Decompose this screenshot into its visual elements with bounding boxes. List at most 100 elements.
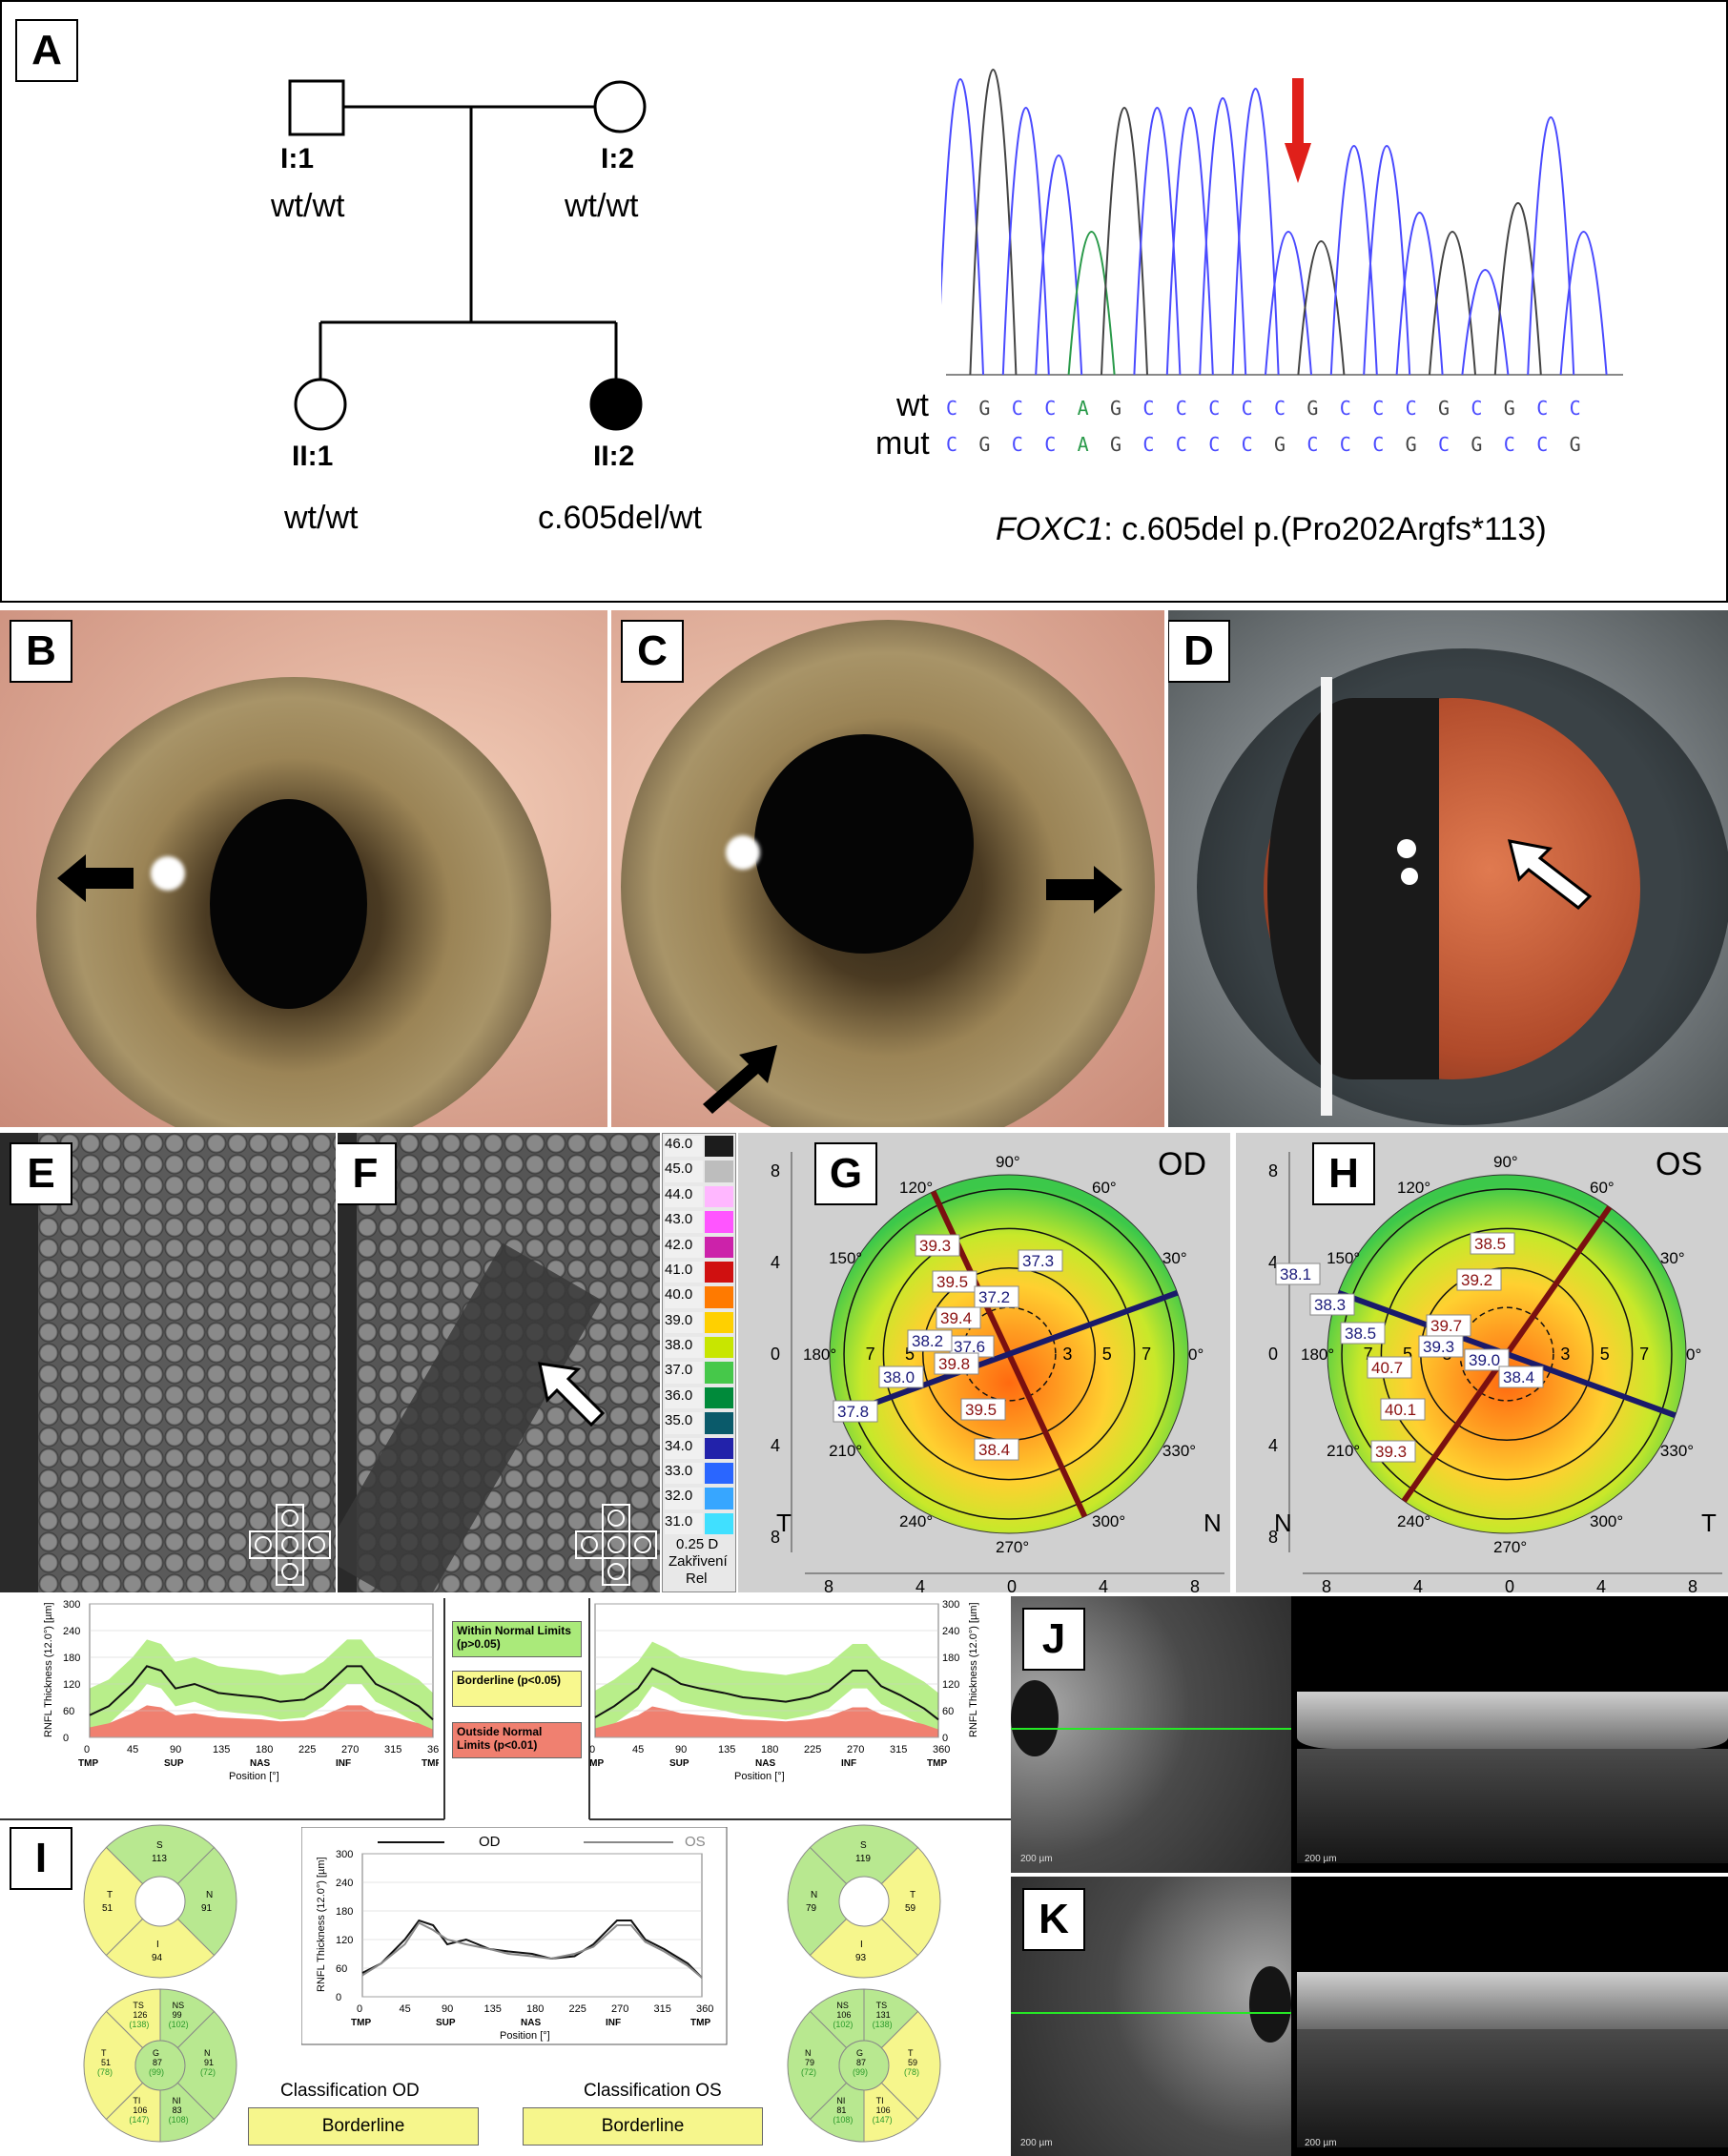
sector-name: NS	[173, 2001, 185, 2010]
thickness-value: 38.4	[1503, 1368, 1534, 1386]
axis-tick-label: 8	[771, 1161, 780, 1181]
axis-tick-label: 4	[1268, 1436, 1278, 1455]
axis-tick-label: 4	[1099, 1577, 1108, 1592]
axis-tick-label: 270	[847, 1744, 864, 1756]
rnfl-plot-os: 30024018012060004590135180225270315360TM…	[589, 1599, 979, 1782]
sector-value: 51	[101, 2058, 111, 2067]
sequence-base: C	[1536, 433, 1549, 456]
sector-value: 87	[856, 2058, 866, 2067]
sector-normal-value: (99)	[853, 2067, 868, 2077]
angle-label: 120°	[1397, 1179, 1430, 1197]
sector-value: 99	[173, 2010, 182, 2020]
mut-sequence-label: mut	[875, 425, 930, 462]
axis-tick-label: 45	[632, 1744, 644, 1756]
series-line	[594, 1667, 939, 1721]
colorscale-swatch: 46.0	[663, 1134, 735, 1159]
colorscale-swatch: 38.0	[663, 1335, 735, 1360]
sector-label: NAS	[521, 2018, 541, 2028]
axis-tick-label: 240	[942, 1626, 959, 1637]
panel-label: C	[621, 620, 684, 683]
classification-os-value: Borderline	[523, 2107, 763, 2146]
axis-tick-label: 120	[63, 1679, 80, 1691]
angle-label: 60°	[1092, 1179, 1117, 1197]
sector-value: 79	[805, 2058, 814, 2067]
orientation-label: N	[1203, 1509, 1222, 1537]
colorscale-swatch: 40.0	[663, 1284, 735, 1309]
sequence-base: G	[1438, 397, 1450, 420]
sector-label: SUP	[669, 1758, 689, 1769]
colorscale-value: 45.0	[665, 1160, 703, 1182]
sector-name: T	[107, 1890, 113, 1900]
ring-label: 5	[1403, 1345, 1412, 1364]
pedigree-id-i2: I:2	[601, 143, 635, 175]
axis-tick-label: 120	[336, 1935, 353, 1946]
colorscale-value: 33.0	[665, 1462, 703, 1485]
series-line	[361, 1919, 703, 1979]
colorscale-value: 32.0	[665, 1488, 703, 1509]
colorscale-value: 35.0	[665, 1412, 703, 1434]
sector-normal-value: (72)	[801, 2067, 816, 2077]
sequence-base: C	[1569, 397, 1581, 420]
sector-label: TMP	[78, 1758, 98, 1769]
axis-tick-label: 4	[1596, 1577, 1606, 1592]
colorscale-swatch: 37.0	[663, 1360, 735, 1385]
sequence-base: C	[1175, 433, 1187, 456]
colorscale-swatch: 33.0	[663, 1461, 735, 1486]
thickness-value: 37.8	[837, 1403, 869, 1421]
angle-label: 270°	[996, 1538, 1029, 1556]
ring-label: 7	[1639, 1345, 1649, 1364]
sector-name: NS	[836, 2001, 849, 2010]
sector-normal-value: (138)	[129, 2020, 149, 2029]
sector-name: TI	[133, 2096, 140, 2105]
sequencing-chromatogram	[941, 69, 1623, 376]
sector-value: 113	[152, 1854, 167, 1864]
ring-label: 3	[1062, 1345, 1072, 1364]
thickness-value: 39.4	[940, 1309, 972, 1327]
scale-bar-label: 200 µm	[1305, 1854, 1337, 1864]
x-axis-label: Position [°]	[229, 1771, 279, 1782]
panel-b-iris-photo: B	[0, 610, 607, 1127]
sector-normal-value: (102)	[833, 2020, 853, 2029]
angle-label: 120°	[899, 1179, 933, 1197]
sector-label: SUP	[436, 2018, 456, 2028]
ring-label: 5	[1102, 1345, 1112, 1364]
panel-c-iris-photo: C	[611, 610, 1164, 1127]
sector-name: T	[910, 1890, 915, 1900]
sequence-base: C	[1471, 397, 1483, 420]
sector-label: INF	[336, 1758, 351, 1769]
sector-value: 83	[173, 2105, 182, 2115]
sector-name: N	[204, 2048, 211, 2058]
axis-tick-label: 0	[771, 1345, 780, 1364]
sector-normal-value: (147)	[873, 2115, 893, 2125]
thickness-value: 39.3	[919, 1237, 951, 1255]
pedigree-genotype-i1: wt/wt	[271, 188, 345, 224]
chromatogram-peak	[1231, 88, 1280, 376]
axis-tick-label: 180	[761, 1744, 778, 1756]
axis-tick-label: 120	[942, 1679, 959, 1691]
axis-tick-label: 8	[771, 1528, 780, 1547]
colorscale-step: 0.25 D	[676, 1536, 719, 1552]
chromatogram-peak	[1067, 231, 1116, 376]
angle-label: 210°	[829, 1442, 862, 1460]
sector-name: NI	[836, 2096, 845, 2105]
sector-name: TS	[133, 2001, 144, 2010]
thickness-value: 38.5	[1345, 1324, 1376, 1343]
black-arrow-icon	[57, 854, 134, 902]
axis-tick-label: 8	[1268, 1528, 1278, 1547]
axis-tick-label: 0	[336, 1992, 341, 2003]
axis-tick-label: 180	[942, 1653, 959, 1664]
sequence-base: C	[1339, 397, 1351, 420]
chromatogram-peak	[1035, 154, 1083, 376]
legend-onl: Outside Normal Limits (p<0.01)	[452, 1722, 582, 1758]
panel-label: B	[10, 620, 72, 683]
sector-normal-value: (138)	[873, 2020, 893, 2029]
angle-label: 240°	[899, 1512, 933, 1530]
sequence-base: G	[1274, 433, 1286, 456]
sector-normal-value: (78)	[904, 2067, 919, 2077]
colorscale-value: 36.0	[665, 1386, 703, 1409]
colorscale-swatch: 35.0	[663, 1410, 735, 1435]
thickness-value: 38.0	[883, 1368, 915, 1386]
